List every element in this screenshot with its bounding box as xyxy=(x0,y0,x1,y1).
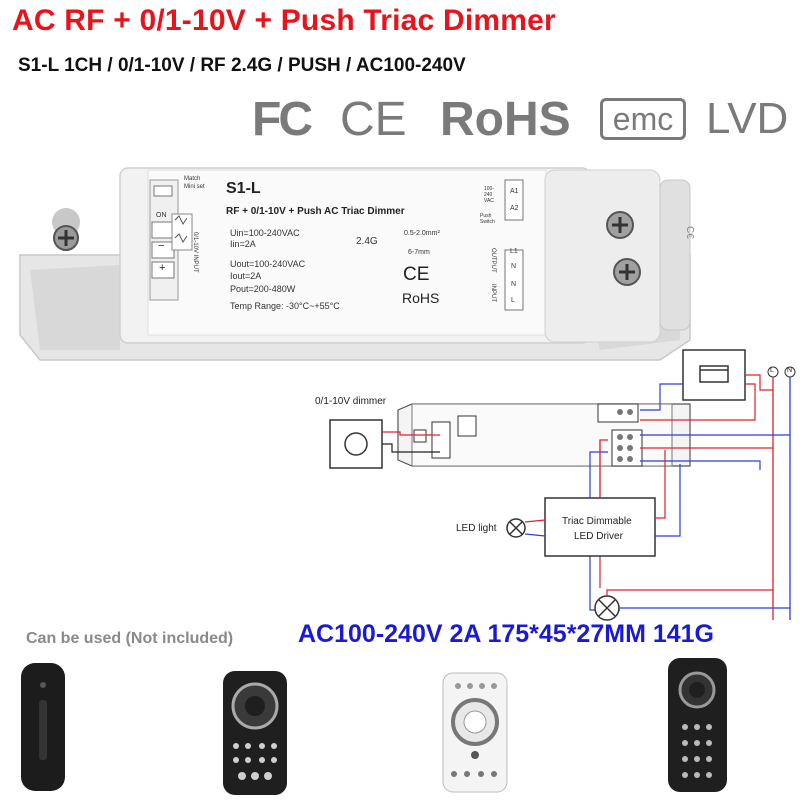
device-model: S1-L xyxy=(226,180,261,197)
remotes-caption: Can be used (Not included) xyxy=(26,630,234,647)
device-uin: Uin=100-240VAC xyxy=(230,228,300,238)
remote-white-icon xyxy=(442,672,508,793)
device-vac-label: 100-240 VAC xyxy=(484,186,495,204)
led-light-label: LED light xyxy=(456,523,497,534)
device-iout: Iout=2A xyxy=(230,271,262,281)
device-a1-terminal: A1 xyxy=(510,188,519,195)
device-side-mark: C€ xyxy=(684,226,695,239)
device-l1-terminal: L1 xyxy=(510,248,518,255)
device-pout: Pout=200-480W xyxy=(230,284,296,294)
device-a2-terminal: A2 xyxy=(510,205,519,212)
device-mini-set-label: Mini set xyxy=(184,184,205,190)
page-subtitle: S1-L 1CH / 0/1-10V / RF 2.4G / PUSH / AC… xyxy=(18,55,466,76)
device-rf-label: 2.4G xyxy=(356,236,378,247)
device-minus-terminal: − xyxy=(158,240,165,252)
device-match-label: Match xyxy=(184,176,201,182)
dimmer-device xyxy=(19,167,691,361)
device-output-label: OUTPUT xyxy=(490,248,496,273)
driver-label-line2: LED Driver xyxy=(574,531,623,542)
device-temp-range: Temp Range: -30°C~+55°C xyxy=(230,301,340,311)
device-iin: Iin=2A xyxy=(230,239,256,249)
device-rohs-mark: RoHS xyxy=(402,290,440,306)
emc-logo: emc xyxy=(600,98,686,140)
fcc-logo: FC xyxy=(252,93,313,146)
led-driver-box xyxy=(544,497,656,557)
remote-slim-icon xyxy=(21,663,65,791)
emc-text: emc xyxy=(612,101,674,137)
device-strip-length: 6-7mm xyxy=(408,249,430,256)
rohs-logo: RoHS xyxy=(440,93,571,146)
spec-line: AC100-240V 2A 175*45*27MM 141G xyxy=(298,620,714,648)
device-uout: Uout=100-240VAC xyxy=(230,259,306,269)
wiring-diagram xyxy=(329,349,796,621)
device-description: RF + 0/1-10V + Push AC Triac Dimmer xyxy=(226,206,405,217)
driver-label-line1: Triac Dimmable xyxy=(562,516,632,527)
lvd-logo: LVD xyxy=(706,94,789,143)
device-input-side-label: 0/1-10V INPUT xyxy=(192,232,198,273)
device-push-label: Push Switch xyxy=(480,213,495,225)
device-on-label: ON xyxy=(156,212,167,219)
device-wire-size: 0.5-2.0mm² xyxy=(404,230,440,237)
remote-long-icon xyxy=(668,658,727,792)
remote-wheel-icon xyxy=(223,671,287,795)
ce-logo: CE xyxy=(340,93,407,146)
device-n1-terminal: N xyxy=(511,263,517,270)
line-l-label: L xyxy=(770,367,774,374)
page-title: AC RF + 0/1-10V + Push Triac Dimmer xyxy=(12,4,556,37)
device-l2-terminal: L xyxy=(511,297,515,304)
device-plus-terminal: + xyxy=(159,262,166,274)
device-n2-terminal: N xyxy=(511,281,517,288)
device-input-label: INPUT xyxy=(490,284,496,302)
device-ce-mark: CE xyxy=(403,264,430,285)
dimmer-label: 0/1-10V dimmer xyxy=(315,396,387,407)
line-n-label: N xyxy=(787,367,793,374)
